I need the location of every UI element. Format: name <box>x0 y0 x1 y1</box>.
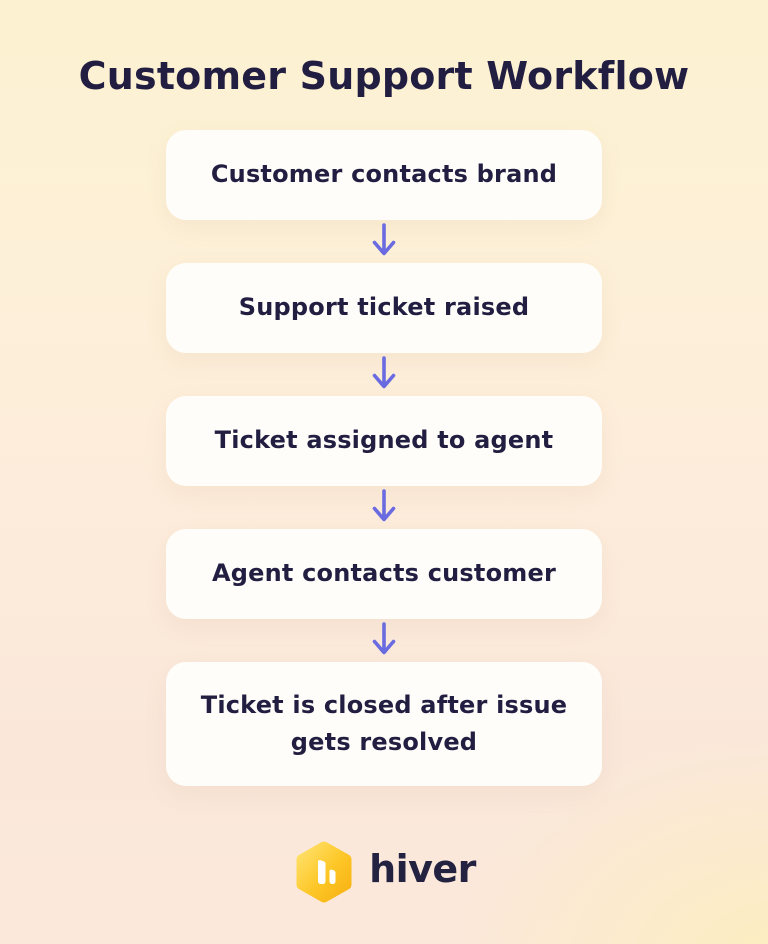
page-title: Customer Support Workflow <box>78 54 690 98</box>
flow-step-label: Customer contacts brand <box>210 160 558 189</box>
flow-step-ticket-closed: Ticket is closed after issue gets resolv… <box>166 662 602 786</box>
flow-step-agent-contacts-customer: Agent contacts customer <box>166 529 602 619</box>
logo-wordmark: hiver <box>369 847 476 891</box>
flow-step-label: Agent contacts customer <box>211 559 557 588</box>
arrow-down-icon <box>372 621 396 654</box>
flow-step-ticket-assigned: Ticket assigned to agent <box>166 396 602 486</box>
flow-step-customer-contacts-brand: Customer contacts brand <box>166 130 602 220</box>
workflow-flowchart: Customer contacts brand Support ticket r… <box>166 130 602 786</box>
flow-connector <box>371 220 397 263</box>
flow-step-support-ticket-raised: Support ticket raised <box>166 263 602 353</box>
flow-connector <box>371 486 397 529</box>
arrow-down-icon <box>372 488 396 521</box>
flow-step-label-line1: Ticket is closed after issue <box>200 690 568 719</box>
arrow-down-icon <box>372 355 396 388</box>
flow-connector <box>371 619 397 662</box>
flow-connector <box>371 353 397 396</box>
hiver-hexagon-logo-icon <box>296 841 352 903</box>
flow-step-label-line2: gets resolved <box>290 728 478 756</box>
flow-step-label: Ticket assigned to agent <box>214 426 554 455</box>
brand-footer: hiver <box>292 838 476 906</box>
arrow-down-icon <box>372 222 396 255</box>
flow-step-label: Support ticket raised <box>238 293 530 322</box>
